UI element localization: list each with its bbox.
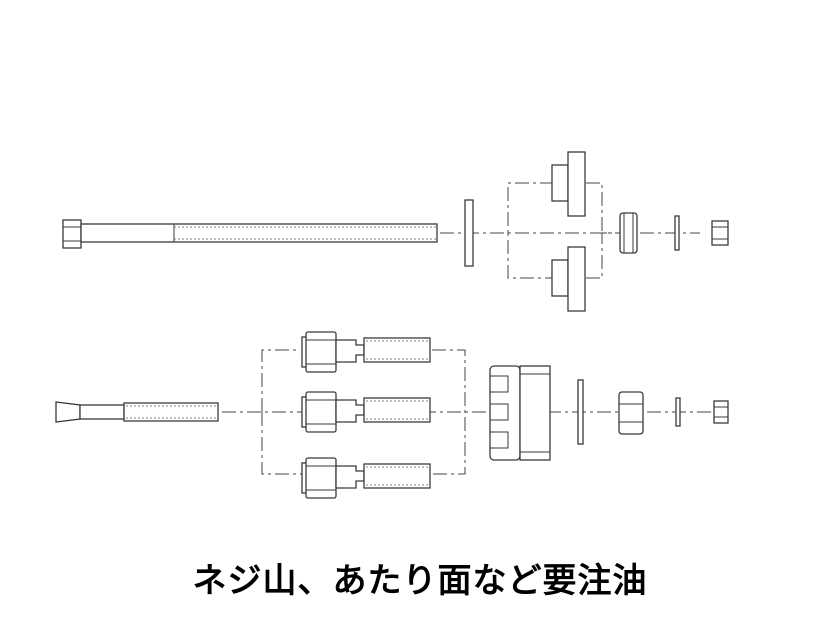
top-bearing	[619, 212, 638, 254]
bottom-flat-washer	[577, 379, 584, 445]
top-hex-nut	[711, 220, 729, 246]
top-pad-bracket	[490, 182, 612, 279]
bottom-assembly	[55, 331, 729, 499]
long-hex-bolt	[62, 219, 438, 249]
yoke	[489, 365, 551, 461]
top-assembly	[62, 151, 729, 312]
jaw-lower	[301, 457, 431, 499]
forcing-screw	[55, 401, 219, 423]
jaw-bracket	[261, 349, 466, 475]
top-flat-washer	[464, 199, 474, 267]
top-upper-pad	[551, 151, 586, 217]
bottom-small-hex-nut	[713, 400, 729, 424]
top-lower-pad	[551, 246, 586, 312]
bottom-thin-washer	[675, 397, 681, 427]
jaw-upper	[301, 331, 431, 373]
lubrication-note: ネジ山、あたり面など要注油	[192, 561, 648, 601]
bottom-large-hex-nut	[618, 391, 644, 435]
top-thin-washer	[674, 215, 680, 251]
jaw-middle	[301, 391, 431, 433]
